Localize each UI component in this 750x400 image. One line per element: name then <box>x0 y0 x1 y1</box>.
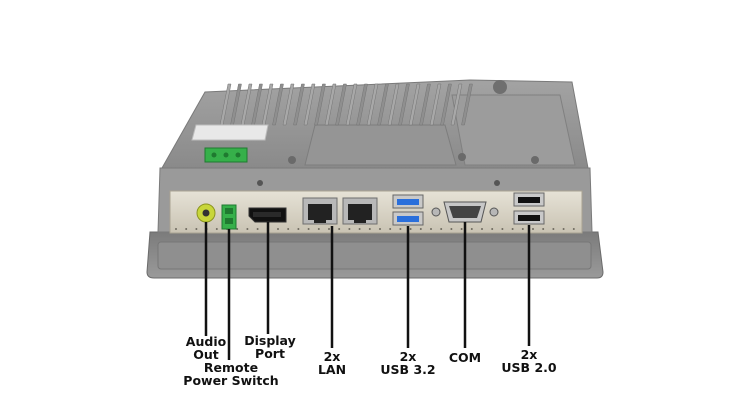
vent-dot <box>348 228 351 230</box>
terminal-block-top <box>204 147 248 163</box>
heatsink-fin <box>345 83 358 126</box>
terminal-block-icon <box>221 204 237 230</box>
vent-dot <box>440 228 443 230</box>
label-line: USB 3.2 <box>380 362 436 377</box>
vent-dot <box>552 228 555 230</box>
usb-3-2-icon <box>392 194 424 226</box>
vent-dot <box>399 228 402 230</box>
vent-dot <box>511 228 514 230</box>
heatsink-fin <box>419 83 431 126</box>
front-bezel <box>146 231 604 279</box>
vent-dot <box>521 228 524 230</box>
rj45-icon <box>302 197 378 225</box>
label-line: Audio <box>185 334 227 349</box>
vent-dot <box>246 228 249 230</box>
vent-dot <box>256 228 259 230</box>
vent-dot <box>358 228 361 230</box>
db9-serial-icon <box>431 201 499 223</box>
label-plate <box>191 124 269 141</box>
heatsink-fin <box>324 83 337 126</box>
vent-dot <box>450 228 453 230</box>
vent-dot <box>470 228 473 230</box>
heatsink-fin <box>314 83 326 126</box>
heatsink-fin <box>398 83 410 126</box>
heatsink-fin <box>356 83 368 126</box>
heatsink-fin <box>303 83 316 126</box>
heatsink-fin <box>377 83 389 126</box>
callout-lines <box>204 222 531 360</box>
vent-dot <box>185 228 188 230</box>
vent-dot <box>562 228 565 230</box>
vent-dot <box>287 228 290 230</box>
heatsink-fin <box>461 83 473 126</box>
vent-dot <box>572 228 575 230</box>
heatsink-fin <box>450 83 463 126</box>
label-line: 2x <box>323 349 341 364</box>
vent-dot <box>379 228 381 230</box>
label-line: Port <box>255 346 285 361</box>
vent-dot <box>501 228 504 230</box>
heatsink-fin <box>282 83 295 126</box>
vent-dot <box>277 228 279 230</box>
vent-dot <box>215 228 218 230</box>
label-remote-power-switch: Remote Power Switch <box>178 361 284 387</box>
vent-dot <box>430 228 432 230</box>
vent-dot <box>481 228 483 230</box>
audio-jack-icon <box>196 203 216 223</box>
vent-dot <box>542 228 545 230</box>
vent-dot <box>532 228 534 230</box>
vent-dot <box>419 228 422 230</box>
label-line: Out <box>193 347 219 362</box>
label-line: Power Switch <box>183 373 279 388</box>
heatsink-fin <box>408 83 421 126</box>
heatsink-fin <box>272 83 284 126</box>
displayport-icon <box>248 207 287 223</box>
vent-dot <box>409 228 412 230</box>
vent-dot <box>338 228 341 230</box>
vent-dot <box>236 228 239 230</box>
label-display-port: Display Port <box>240 334 300 360</box>
vent-dot <box>195 228 198 230</box>
label-usb-3-2: 2x USB 3.2 <box>376 350 440 376</box>
label-line: USB 2.0 <box>501 360 557 375</box>
vent-dot <box>389 228 392 230</box>
vent-dot <box>328 228 330 230</box>
heatsink-fin <box>387 83 400 126</box>
vent-dot <box>460 228 463 230</box>
heatsink-fin <box>440 83 452 126</box>
heatsink-fin <box>366 83 379 126</box>
heatsink-fin <box>429 83 442 126</box>
vent-dot <box>368 228 371 230</box>
label-audio-out: Audio Out <box>180 335 232 361</box>
vent-dot <box>307 228 310 230</box>
label-line: Remote <box>203 360 259 375</box>
label-usb-2-0: 2x USB 2.0 <box>496 348 562 374</box>
heatsink-fins <box>219 83 473 126</box>
label-lan: 2x LAN <box>310 350 354 376</box>
label-line: 2x <box>520 347 538 362</box>
vent-dot <box>491 228 494 230</box>
vent-dot <box>317 228 320 230</box>
label-line: 2x <box>399 349 417 364</box>
heatsink-fin <box>335 83 347 126</box>
label-line: Display <box>244 333 296 348</box>
vent-dot <box>175 228 177 230</box>
label-line: COM <box>448 350 482 365</box>
label-com: COM <box>440 351 490 364</box>
vent-dot <box>297 228 300 230</box>
usb-2-0-icon <box>513 192 545 225</box>
label-line: LAN <box>317 362 347 377</box>
heatsink-fin <box>293 83 305 126</box>
